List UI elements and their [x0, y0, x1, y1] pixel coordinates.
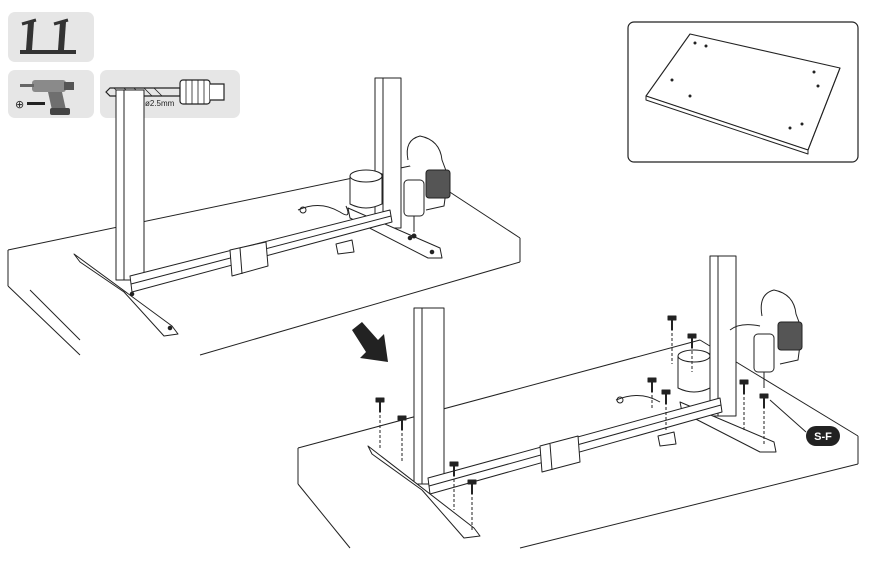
drill-bit-size-label: ø2.5mm — [145, 99, 175, 108]
screw — [661, 389, 671, 430]
power-drill-icon — [20, 80, 74, 115]
screw — [759, 393, 769, 446]
screw — [667, 315, 677, 364]
phillips-glyph: ⊕ — [15, 98, 24, 111]
screw — [375, 397, 385, 450]
screw — [739, 379, 749, 430]
screw — [647, 377, 657, 410]
upper-scene-frame — [73, 77, 443, 337]
callout-leader-line — [769, 399, 807, 433]
tabletop-pilot-holes — [670, 41, 820, 130]
upper-drill-in-hand — [403, 135, 451, 239]
screw-callout-label: S-F — [814, 431, 832, 443]
tabletop-panel — [645, 33, 841, 155]
mounting-screws — [375, 315, 769, 530]
screw-callout-badge: S-F — [806, 426, 840, 446]
screw — [467, 479, 477, 530]
lower-drill-in-hand — [753, 289, 803, 388]
lower-scene-frame — [367, 255, 777, 539]
frame-tool-tile — [8, 12, 94, 62]
table-frame-icon — [20, 18, 76, 54]
drill-tool-tile: ⊕ — [8, 70, 94, 118]
phillips-screwdriver-icon: ⊕ — [15, 98, 45, 111]
screw — [687, 333, 697, 372]
screw — [449, 461, 459, 510]
step-arrow — [352, 322, 388, 362]
screw — [397, 415, 407, 462]
